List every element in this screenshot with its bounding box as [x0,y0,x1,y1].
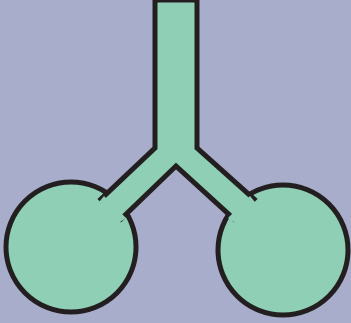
y-tube [101,0,254,219]
